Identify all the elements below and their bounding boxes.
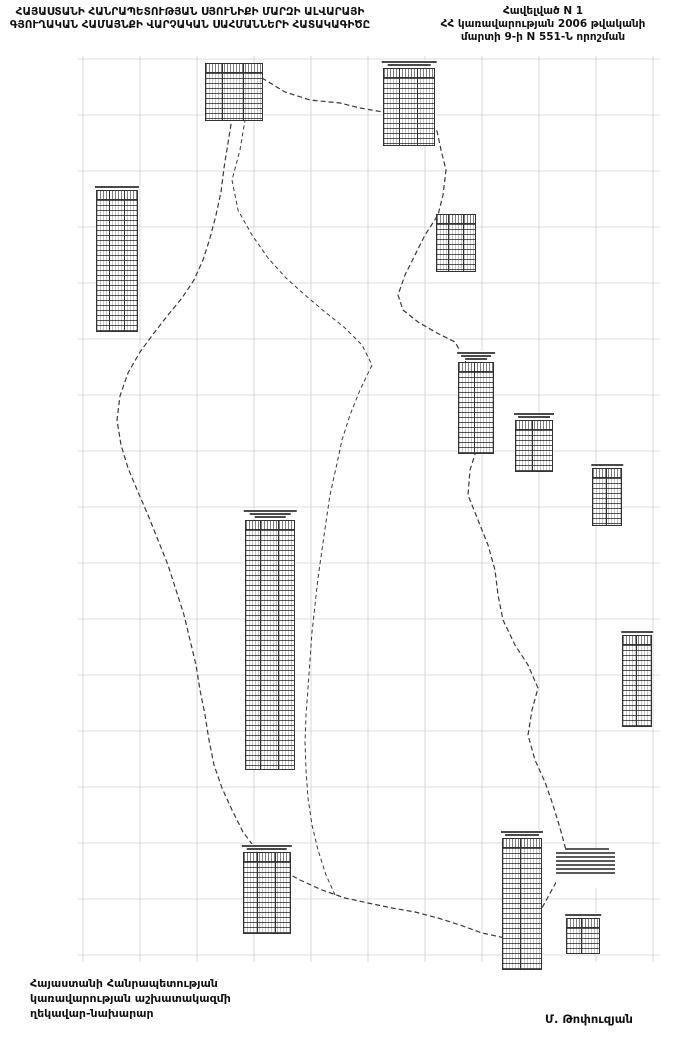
signatory-name: Մ. Թոփուզյան xyxy=(545,1012,633,1026)
annex-line2: ՀՀ կառավարության 2006 թվականի xyxy=(440,18,646,30)
signature-block: Հայաստանի Հանրապետության կառավարության ա… xyxy=(30,976,231,1021)
signature-line1: Հայաստանի Հանրապետության xyxy=(30,977,218,990)
signature-line2: կառավարության աշխատակազմի xyxy=(30,992,231,1005)
document-title-line2: ԳՅՈՒՂԱԿԱՆ ՀԱՄԱՅՆՔԻ ՎԱՐՉԱԿԱՆ ՍԱՀՄԱՆՆԵՐԻ Հ… xyxy=(9,19,371,31)
document-title: ՀԱՅԱՍՏԱՆԻ ՀԱՆՐԱՊԵՏՈՒԹՅԱՆ ՍՅՈՒՆԻՔԻ ՄԱՐԶԻ … xyxy=(6,6,374,32)
internal-boundary-line xyxy=(231,91,373,366)
annex-line3: մարտի 9-ի N 551-Ն որոշման xyxy=(460,31,626,43)
signature-line3: ղեկավար-նախարար xyxy=(30,1007,154,1020)
annex-line1: Հավելված N 1 xyxy=(502,5,584,17)
internal-boundary-line xyxy=(304,364,373,898)
document-title-line1: ՀԱՅԱՍՏԱՆԻ ՀԱՆՐԱՊԵՏՈՒԹՅԱՆ ՍՅՈՒՆԻՔԻ ՄԱՐԶԻ … xyxy=(15,6,365,18)
administrative-boundary-outline xyxy=(116,67,567,939)
annex-reference: Հավելված N 1 ՀՀ կառավարության 2006 թվակա… xyxy=(412,5,674,44)
